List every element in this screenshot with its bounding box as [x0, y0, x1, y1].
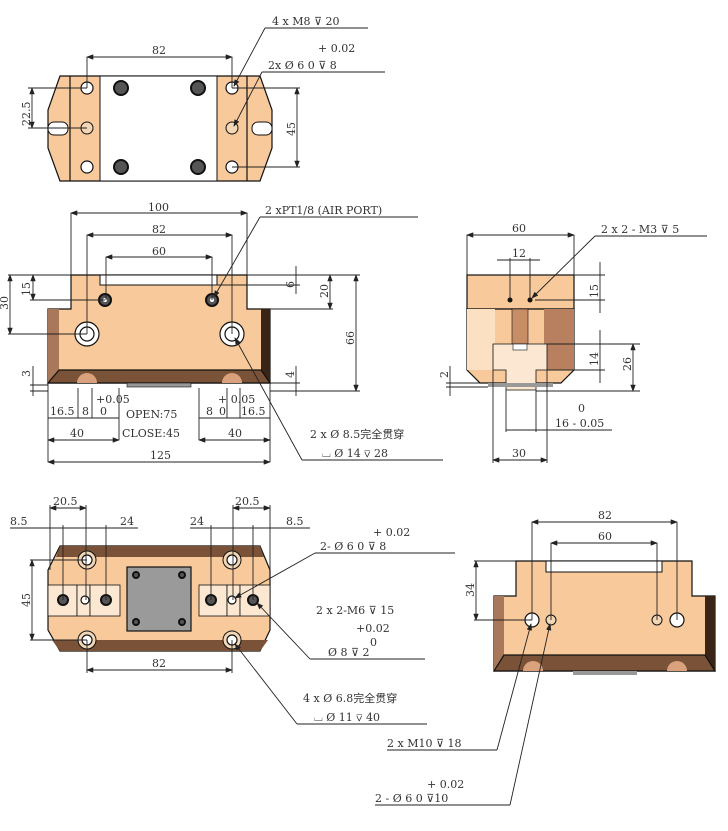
dim-2: 2	[438, 371, 451, 378]
right-tol-zero: 0	[219, 405, 226, 418]
right-8: 8	[206, 405, 213, 418]
right-40: 40	[228, 427, 242, 440]
rear-view: 82 60 34 2 x M10 ⊽ 18 + 0.02 2 - Ø 6 0 ⊽…	[375, 509, 717, 806]
callout-cb: Ø 8 ⊽ 2	[328, 646, 370, 659]
dim-8-5-right: 8.5	[286, 515, 304, 528]
dim-24-right: 24	[190, 515, 204, 528]
open-stroke: OPEN:75	[126, 408, 177, 421]
left-40: 40	[70, 427, 84, 440]
callout-pin-tolerance: + 0.02	[373, 526, 410, 539]
callout-pin: 2x Ø 6 0 ⊽ 8	[268, 59, 337, 72]
left-tol-plus: +0.05	[96, 393, 130, 406]
callout-pin: 2 - Ø 6 0 ⊽10	[375, 792, 448, 805]
dim-6: 6	[284, 281, 297, 288]
right-tol-plus: + 0.05	[218, 393, 255, 406]
dim-24-left: 24	[120, 515, 134, 528]
dim-15: 15	[20, 282, 33, 296]
dim-4: 4	[284, 371, 297, 378]
dim-82: 82	[598, 509, 612, 522]
dim-14: 14	[588, 352, 601, 366]
mounting-slot-right	[251, 121, 273, 136]
dim-16: 16 - 0.05	[555, 417, 604, 430]
dim-125: 125	[150, 449, 171, 462]
top-view: 82 22.5 45 4 x M8 ⊽ 20 + 0.02 2x Ø 6 0 ⊽…	[20, 15, 385, 182]
left-tol-zero: 0	[100, 405, 107, 418]
callout-pin-tolerance: + 0.02	[318, 42, 355, 55]
dim-60: 60	[598, 530, 612, 543]
callout-m6: 2 x 2-M6 ⊽ 15	[316, 604, 394, 617]
dim-20-5-right: 20.5	[235, 495, 260, 508]
callout-pin-tolerance: + 0.02	[427, 778, 464, 791]
dim-26: 26	[621, 357, 634, 371]
callout-cb-tol-zero: 0	[370, 636, 377, 649]
dim-20-5-left: 20.5	[53, 495, 78, 508]
close-stroke: CLOSE:45	[122, 427, 180, 440]
dim-8-5-left: 8.5	[10, 515, 28, 528]
dim-60: 60	[152, 245, 166, 258]
dim-30: 30	[0, 296, 11, 310]
dim-22-5: 22.5	[20, 102, 33, 127]
callout-counterbore: ⌴ Ø 14 ⊽ 28	[322, 447, 388, 460]
callout-cb-tol-plus: +0.02	[356, 622, 390, 635]
dim-100: 100	[148, 201, 169, 214]
dim-82: 82	[152, 223, 166, 236]
callout-m3: 2 x 2 - M3 ⊽ 5	[601, 223, 679, 236]
tol-zero: 0	[578, 402, 585, 415]
dim-15: 15	[588, 284, 601, 298]
dim-66: 66	[344, 331, 357, 345]
callout-m10: 2 x M10 ⊽ 18	[387, 737, 462, 750]
side-view: 60 12 15 14 26 2 0 16 - 0.05 30 2 x 2 - …	[438, 222, 707, 463]
right-16-5: 16.5	[241, 405, 266, 418]
callout-counterbore: ⌴ Ø 11 ⊽ 40	[314, 711, 380, 724]
dim-45: 45	[20, 593, 33, 607]
dim-82: 82	[152, 44, 166, 57]
dim-12: 12	[512, 247, 526, 260]
callout-pin: 2- Ø 6 0 ⊽ 8	[320, 540, 386, 553]
dim-34: 34	[464, 583, 477, 597]
callout-through-hole: 4 x Ø 6.8完全贯穿	[303, 691, 397, 705]
callout-air-port: 2 xPT1/8 (AIR PORT)	[265, 204, 382, 217]
bottom-view: 20.5 20.5 8.5 24 24 8.5 45 82 + 0.02 2- …	[10, 495, 455, 725]
dim-20: 20	[318, 284, 331, 298]
left-8: 8	[82, 405, 89, 418]
dim-60: 60	[512, 222, 526, 235]
callout-through-hole: 2 x Ø 8.5完全贯穿	[310, 427, 404, 441]
dim-3: 3	[20, 370, 33, 377]
hole-group	[80, 80, 239, 175]
callout-m8: 4 x M8 ⊽ 20	[272, 15, 340, 28]
dim-30: 30	[512, 447, 526, 460]
dim-82: 82	[152, 657, 166, 670]
dim-45: 45	[285, 122, 298, 136]
front-view: 100 82 60 30 15 6 20 66 4 3 16.5 8 +0.05…	[0, 201, 443, 465]
left-16-5: 16.5	[50, 405, 75, 418]
mounting-slot-left	[47, 121, 69, 136]
